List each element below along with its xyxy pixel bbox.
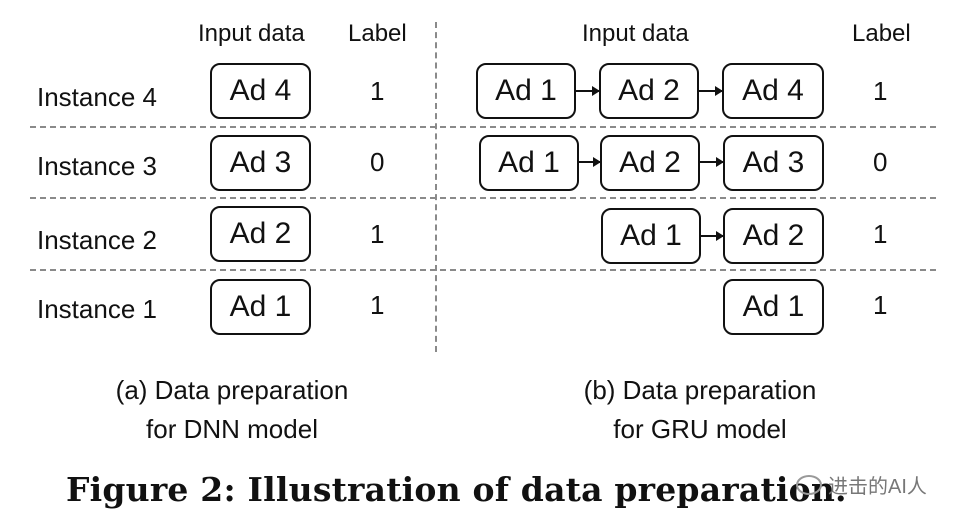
dnn-input-box: Ad 4 xyxy=(210,63,311,119)
gru-seq-box: Ad 1 xyxy=(479,135,579,191)
watermark: 进击的AI人 xyxy=(796,470,927,499)
gru-seq-box: Ad 2 xyxy=(599,63,699,119)
caption-a-line2: for DNN model xyxy=(146,414,318,444)
left-input-header: Input data xyxy=(198,20,305,47)
row-separator xyxy=(30,197,936,199)
left-label-header: Label xyxy=(348,20,407,47)
figure-title: Figure 2: Illustration of data preparati… xyxy=(66,470,847,509)
sequence-arrow xyxy=(700,157,724,167)
dnn-label-value: 0 xyxy=(370,147,385,177)
dnn-input-box: Ad 3 xyxy=(210,135,311,191)
caption-b: (b) Data preparation for GRU model xyxy=(560,371,840,449)
panel-divider xyxy=(435,22,437,352)
row-separator xyxy=(30,269,936,271)
watermark-text: 进击的AI人 xyxy=(828,476,927,498)
instance-name: Instance 4 xyxy=(37,82,157,112)
gru-label-value: 0 xyxy=(873,147,888,177)
gru-seq-box: Ad 1 xyxy=(723,279,824,335)
dnn-label-value: 1 xyxy=(370,76,385,106)
instance-name: Instance 2 xyxy=(37,225,157,255)
sequence-arrow xyxy=(699,86,723,96)
gru-label-value: 1 xyxy=(873,219,888,249)
dnn-label-value: 1 xyxy=(370,290,385,320)
caption-a: (a) Data preparation for DNN model xyxy=(92,371,372,449)
gru-label-value: 1 xyxy=(873,76,888,106)
sequence-arrow xyxy=(579,157,601,167)
instance-name: Instance 3 xyxy=(37,151,157,181)
gru-seq-box: Ad 1 xyxy=(601,208,701,264)
gru-seq-box: Ad 4 xyxy=(722,63,824,119)
caption-b-line1: (b) Data preparation xyxy=(583,375,817,405)
caption-a-line1: (a) Data preparation xyxy=(115,375,349,405)
caption-b-line2: for GRU model xyxy=(613,414,787,444)
wechat-icon xyxy=(796,474,822,495)
gru-seq-box: Ad 1 xyxy=(476,63,576,119)
gru-seq-box: Ad 2 xyxy=(600,135,700,191)
gru-seq-box: Ad 3 xyxy=(723,135,824,191)
sequence-arrow xyxy=(576,86,600,96)
sequence-arrow xyxy=(701,231,724,241)
right-label-header: Label xyxy=(852,20,911,47)
row-separator xyxy=(30,126,936,128)
dnn-label-value: 1 xyxy=(370,219,385,249)
gru-seq-box: Ad 2 xyxy=(723,208,824,264)
dnn-input-box: Ad 2 xyxy=(210,206,311,262)
instance-name: Instance 1 xyxy=(37,294,157,324)
gru-label-value: 1 xyxy=(873,290,888,320)
dnn-input-box: Ad 1 xyxy=(210,279,311,335)
right-input-header: Input data xyxy=(582,20,689,47)
